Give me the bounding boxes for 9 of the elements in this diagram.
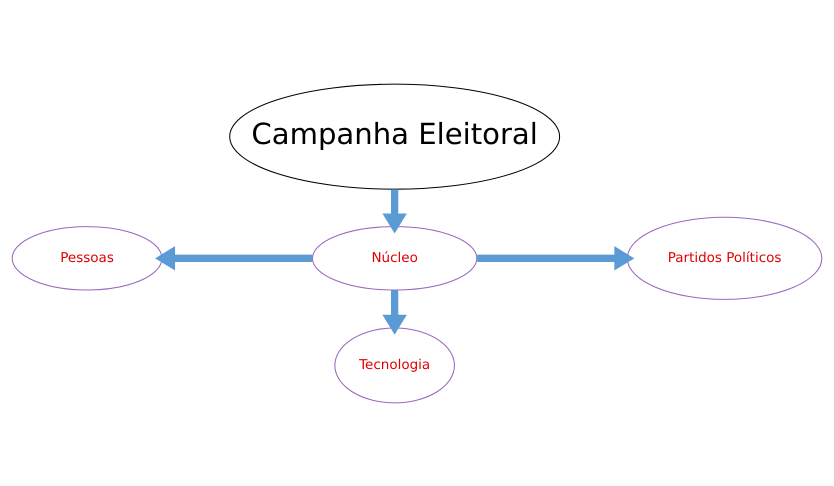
arrow — [382, 188, 407, 233]
node-ellipse: Núcleo — [312, 226, 478, 290]
node-ellipse: Tecnologia — [334, 326, 455, 403]
arrow — [477, 246, 634, 270]
arrow — [382, 290, 407, 334]
node-ellipse: Campanha Eleitoral — [229, 83, 560, 190]
arrow — [155, 246, 312, 270]
node-ellipse: Partidos Políticos — [626, 216, 822, 300]
node-ellipse: Pessoas — [12, 226, 162, 290]
